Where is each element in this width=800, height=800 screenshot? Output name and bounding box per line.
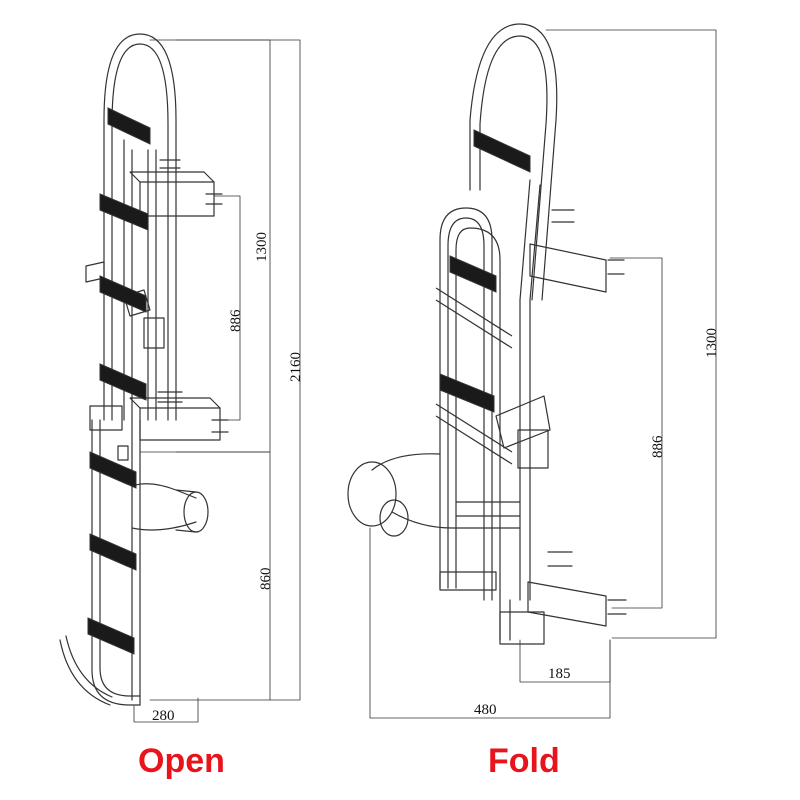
open-dim-hook-span: 886 (228, 309, 244, 332)
fold-bracket-lower (527, 551, 627, 627)
open-dimension-lines (133, 39, 301, 723)
fold-dimension-lines (369, 29, 717, 719)
open-bracket-upper (129, 159, 223, 217)
fold-caption: Fold (488, 742, 560, 780)
fold-ladder (347, 23, 717, 719)
fold-treads (439, 129, 531, 413)
open-bracket-lower (129, 391, 229, 441)
fold-rungs (435, 287, 520, 517)
fold-bracket-upper (529, 209, 625, 293)
fold-dim-depth-small: 185 (548, 666, 571, 682)
open-treads (87, 107, 151, 655)
fold-dim-depth-total: 480 (474, 702, 497, 718)
open-ladder (59, 33, 301, 723)
fold-dim-hook-span: 886 (650, 435, 666, 458)
open-dim-total-height: 2160 (288, 352, 304, 382)
open-caption: Open (138, 742, 225, 780)
open-dim-lower-height: 860 (258, 568, 274, 591)
open-dim-upper-height: 1300 (254, 232, 270, 262)
open-dim-width: 280 (152, 708, 175, 724)
fold-dim-height: 1300 (704, 328, 720, 358)
